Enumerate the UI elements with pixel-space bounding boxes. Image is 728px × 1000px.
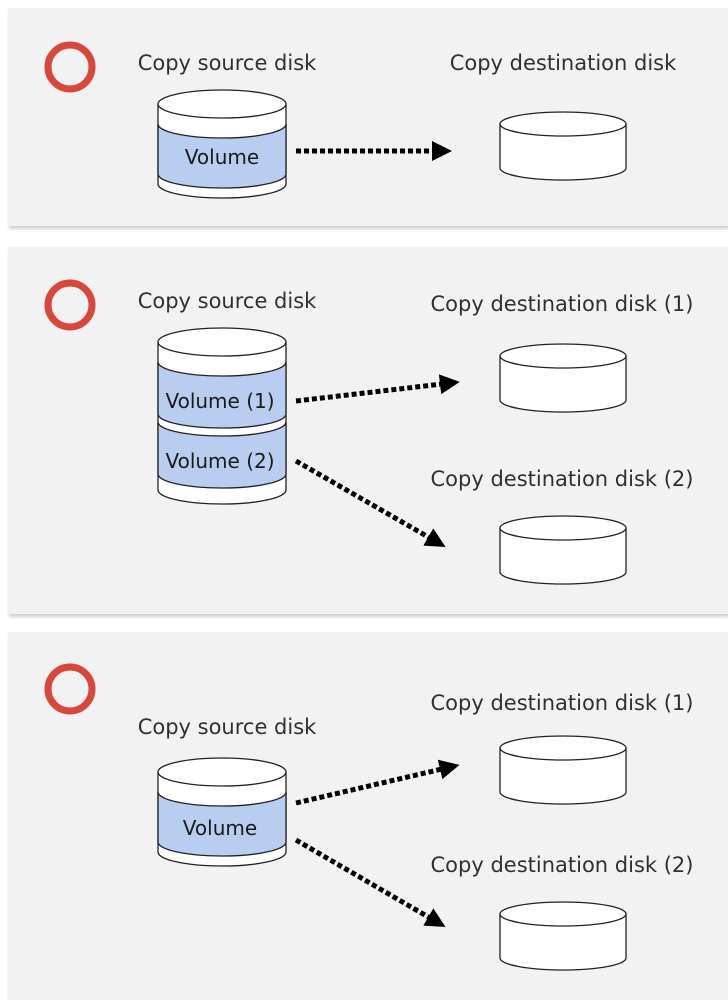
destination-disk-2 [499,901,627,971]
destination-disk-label: Copy destination disk [450,51,677,75]
ok-circle-icon [44,279,96,331]
copy-arrow-2 [294,837,446,928]
ok-circle-icon [44,663,96,715]
destination-disk-2 [499,515,627,585]
destination-disk-label-2: Copy destination disk (2) [431,467,694,491]
source-disk-label: Copy source disk [138,51,317,75]
destination-disk-1 [499,735,627,805]
copy-arrow-1 [295,374,460,404]
volume-label-2: Volume (2) [165,449,274,473]
destination-disk-1 [499,343,627,413]
source-disk-label: Copy source disk [138,715,317,739]
source-disk: Volume [157,757,287,867]
source-disk-label: Copy source disk [138,289,317,313]
destination-disk-label-1: Copy destination disk (1) [431,292,694,316]
source-disk: Volume [157,89,287,199]
source-disk: Volume (1) Volume (2) [157,327,287,505]
copy-arrow-1 [295,759,460,806]
destination-disk-label-2: Copy destination disk (2) [431,853,694,877]
ok-circle-icon [44,41,96,93]
volume-label: Volume [185,145,259,169]
volume-label-1: Volume (1) [165,389,274,413]
copy-arrow-2 [294,458,446,547]
destination-disk [499,111,627,181]
destination-disk-label-1: Copy destination disk (1) [431,691,694,715]
volume-label: Volume [183,816,257,840]
